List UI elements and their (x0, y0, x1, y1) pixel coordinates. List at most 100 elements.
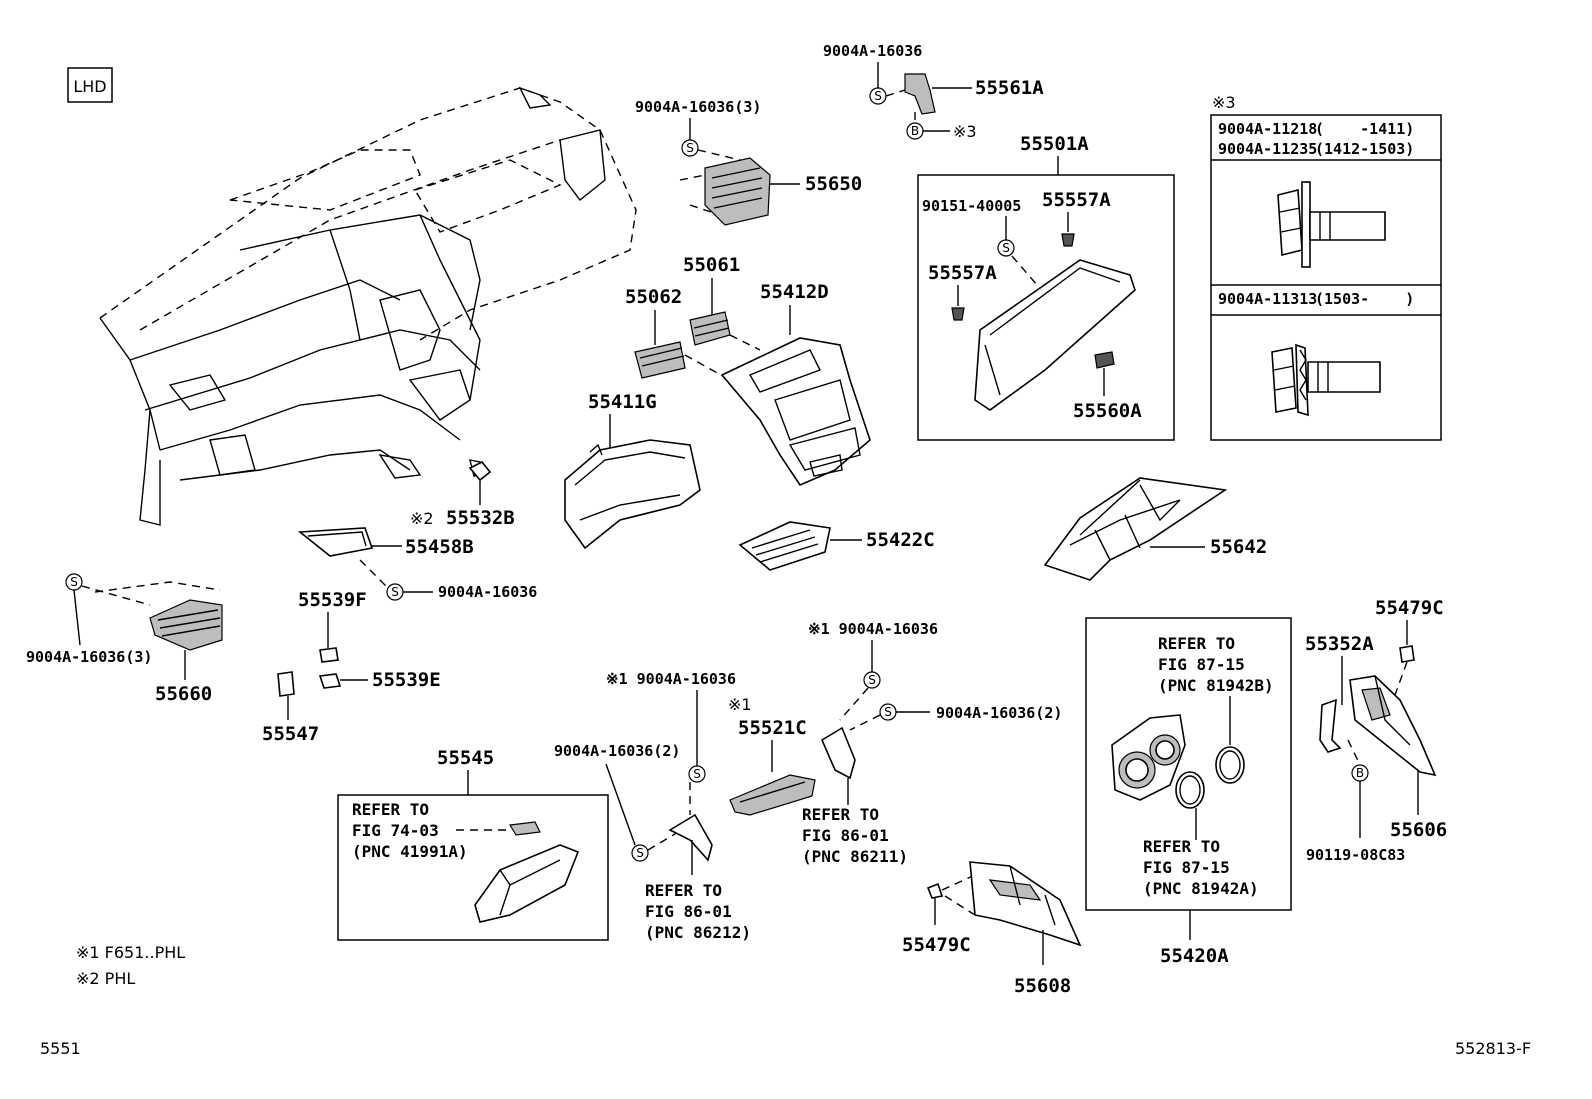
page-code: 5551 (40, 1039, 81, 1058)
label-55422C: 55422C (866, 529, 935, 551)
box-55545 (337, 794, 609, 941)
code-x1-9004A-16036-a: ※1 9004A-16036 (606, 670, 736, 688)
part-55606-group: 55479C 55352A B 90119-08C83 55606 (1305, 597, 1447, 864)
bolt-row-1-range: ( -1411) (1315, 120, 1414, 138)
label-55352A: 55352A (1305, 633, 1374, 655)
label-55479C-a: 55479C (1375, 597, 1444, 619)
label-55650: 55650 (805, 173, 862, 195)
screw-symbol (631, 844, 649, 862)
svg-text:S: S (636, 846, 644, 860)
refer-fig87-a-line3: (PNC 81942A) (1143, 879, 1259, 898)
label-55411G: 55411G (588, 391, 657, 413)
part-55539-55547: 55539F 55539E 55547 (262, 589, 441, 745)
label-55547: 55547 (262, 723, 319, 745)
code-9004A-16036-2-b: 9004A-16036(2) (936, 704, 1062, 722)
part-55501A-group: 55501A 90151-40005 55557A S 55557A 55560… (917, 133, 1175, 441)
refer-fig86-211-line2: FIG 86-01 (802, 826, 889, 845)
refer-fig86-211-line1: REFER TO (802, 805, 879, 824)
screw-symbol (863, 671, 881, 689)
code-x1-9004A-16036-b: ※1 9004A-16036 (808, 620, 938, 638)
label-55561A: 55561A (975, 77, 1044, 99)
label-55458B: 55458B (405, 536, 474, 558)
code-9004A-16036-top: 9004A-16036 (823, 42, 922, 60)
refer-fig87-b-line1: REFER TO (1158, 634, 1235, 653)
code-9004A-16036-3-left: 9004A-16036(3) (26, 648, 152, 666)
footnote-2: ※2 PHL (76, 969, 135, 988)
refer-fig86-212-line3: (PNC 86212) (645, 923, 751, 942)
svg-text:S: S (391, 585, 399, 599)
part-55411G: 55411G (564, 391, 701, 550)
note-x2: ※2 (410, 509, 434, 528)
bolt-row-3-range: (1503- ) (1315, 290, 1414, 308)
part-55061-55062: 55061 55062 (625, 254, 761, 381)
figure-code: 552813-F (1455, 1039, 1531, 1058)
refer-fig74-line3: (PNC 41991A) (352, 842, 468, 861)
bolt-row-1-part: 9004A-11218 (1218, 120, 1317, 138)
lhd-badge: LHD (67, 67, 113, 103)
label-55557A-a: 55557A (1042, 189, 1111, 211)
footnote-1: ※1 F651..PHL (76, 943, 185, 962)
part-55420A-group: REFER TO FIG 87-15 (PNC 81942B) REFER TO… (1085, 617, 1292, 967)
bolt-icon (1271, 343, 1381, 417)
svg-text:S: S (884, 705, 892, 719)
bolt-table-marker: ※3 (1212, 93, 1236, 112)
box-55420A (1085, 617, 1292, 911)
bolt-row-2-range: (1412-1503) (1315, 140, 1414, 158)
part-55650: 9004A-16036(3) S 55650 (635, 98, 862, 226)
box-55501A (917, 174, 1175, 441)
screw-symbol (681, 139, 699, 157)
refer-fig87-b-line2: FIG 87-15 (1158, 655, 1245, 674)
part-55642: 55642 (1043, 477, 1267, 581)
part-55532B: ※2 55532B (410, 460, 515, 529)
refer-fig86-211-line3: (PNC 86211) (802, 847, 908, 866)
label-55062: 55062 (625, 286, 682, 308)
code-90119-08C83: 90119-08C83 (1306, 846, 1405, 864)
instrument-panel-drawing (99, 86, 637, 526)
label-55560A: 55560A (1073, 400, 1142, 422)
bolt-row-2-part: 9004A-11235 (1218, 140, 1317, 158)
part-55422C: 55422C (738, 521, 935, 571)
label-55061: 55061 (683, 254, 740, 276)
svg-text:B: B (1356, 766, 1364, 780)
part-55412D: 55412D (720, 281, 871, 486)
label-55420A: 55420A (1160, 945, 1229, 967)
label-55642: 55642 (1210, 536, 1267, 558)
part-55660: S 9004A-16036(3) 55660 (26, 573, 223, 705)
part-55561A: 9004A-16036 S 55561A B ※3 (823, 42, 1044, 141)
svg-text:S: S (70, 575, 78, 589)
lhd-label: LHD (73, 77, 106, 96)
refer-fig86-212-line1: REFER TO (645, 881, 722, 900)
code-9004A-16036-3-top: 9004A-16036(3) (635, 98, 761, 116)
label-55521C: 55521C (738, 717, 807, 739)
refer-fig74-line2: FIG 74-03 (352, 821, 439, 840)
label-55501A: 55501A (1020, 133, 1089, 155)
label-55532B: 55532B (446, 507, 515, 529)
refer-fig87-a-line1: REFER TO (1143, 837, 1220, 856)
svg-text:S: S (868, 673, 876, 687)
label-55479C-b: 55479C (902, 934, 971, 956)
code-9004A-16036-mid: 9004A-16036 (438, 583, 537, 601)
label-55412D: 55412D (760, 281, 829, 303)
refer-fig86-212-line2: FIG 86-01 (645, 902, 732, 921)
label-55545: 55545 (437, 747, 494, 769)
screw-symbol (997, 239, 1015, 257)
refer-fig87-a-line2: FIG 87-15 (1143, 858, 1230, 877)
label-55539E: 55539E (372, 669, 441, 691)
part-55458B: 55458B S 9004A-16036 (297, 527, 537, 601)
bolt-row-3-part: 9004A-11313 (1218, 290, 1317, 308)
code-90151-40005: 90151-40005 (922, 197, 1021, 215)
svg-text:S: S (1002, 241, 1010, 255)
svg-text:S: S (874, 89, 882, 103)
screw-symbol (688, 765, 706, 783)
label-55660: 55660 (155, 683, 212, 705)
part-55545-group: 55545 REFER TO FIG 74-03 (PNC 41991A) (337, 747, 609, 941)
note-x1: ※1 (728, 695, 752, 714)
refer-fig87-b-line3: (PNC 81942B) (1158, 676, 1274, 695)
bolt-icon (1277, 181, 1386, 268)
part-55608: 55608 55479C (902, 861, 1082, 997)
bolt-table: ※3 9004A-11218 ( -1411) 9004A-11235 (141… (1210, 93, 1442, 441)
svg-text:S: S (686, 141, 694, 155)
note-x3: ※3 (953, 122, 977, 141)
code-9004A-16036-2-a: 9004A-16036(2) (554, 742, 680, 760)
